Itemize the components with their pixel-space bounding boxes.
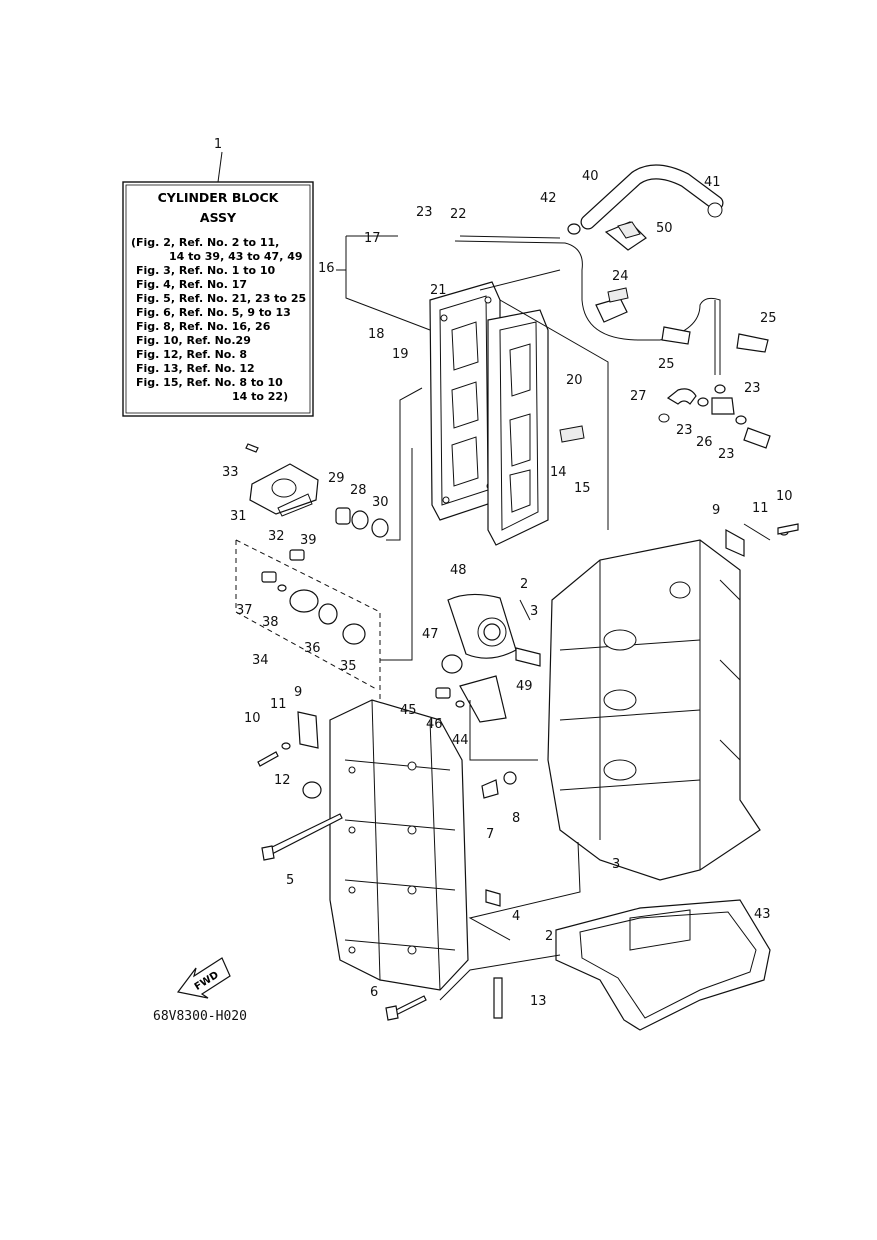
callout-33: 33 <box>222 465 239 480</box>
thermostat-assembly <box>245 443 389 538</box>
callout-36: 36 <box>304 641 321 656</box>
callout-15: 15 <box>574 481 591 496</box>
legend-line: Fig. 3, Ref. No. 1 to 10 <box>136 264 276 277</box>
callout-10: 10 <box>244 711 261 726</box>
callout-21: 21 <box>430 283 447 298</box>
callout-40: 40 <box>582 169 599 184</box>
callout-17: 17 <box>364 231 381 246</box>
callout-37: 37 <box>236 603 253 618</box>
callout-38: 38 <box>262 615 279 630</box>
legend-line: 14 to 39, 43 to 47, 49 <box>169 250 303 263</box>
callout-34: 34 <box>252 653 269 668</box>
legend-title-line1: CYLINDER BLOCK <box>158 190 280 205</box>
callout-18: 18 <box>368 327 385 342</box>
callout-31: 31 <box>230 509 247 524</box>
callout-4: 4 <box>512 909 520 924</box>
callout-19: 19 <box>392 347 409 362</box>
legend-line: 14 to 22) <box>232 390 288 403</box>
legend-line: Fig. 15, Ref. No. 8 to 10 <box>136 376 283 389</box>
legend-line: Fig. 8, Ref. No. 16, 26 <box>136 320 271 333</box>
callout-24: 24 <box>612 269 629 284</box>
crankcase <box>329 699 469 991</box>
callout-29: 29 <box>328 471 345 486</box>
legend-line: Fig. 12, Ref. No. 8 <box>136 348 247 361</box>
callout-2: 2 <box>520 577 528 592</box>
legend-line: Fig. 6, Ref. No. 5, 9 to 13 <box>136 306 291 319</box>
callout-5: 5 <box>286 873 294 888</box>
callout-22: 22 <box>450 207 467 222</box>
legend-line: Fig. 13, Ref. No. 12 <box>136 362 255 375</box>
leader-lines <box>336 235 609 1001</box>
callout-8: 8 <box>512 811 520 826</box>
pressure-control-group <box>235 539 381 700</box>
fitting-assembly <box>658 384 771 449</box>
callout-47: 47 <box>422 627 439 642</box>
legend-line: Fig. 4, Ref. No. 17 <box>136 278 247 291</box>
callout-26: 26 <box>696 435 713 450</box>
hose-assembly <box>454 164 769 375</box>
callout-23: 23 <box>718 447 735 462</box>
callout-42: 42 <box>540 191 557 206</box>
callout-45: 45 <box>400 703 417 718</box>
callout-3: 3 <box>530 604 538 619</box>
callout-23: 23 <box>676 423 693 438</box>
callout-39: 39 <box>300 533 317 548</box>
callout-27: 27 <box>630 389 647 404</box>
legend-line: (Fig. 2, Ref. No. 2 to 11, <box>131 236 279 249</box>
callout-10: 10 <box>776 489 793 504</box>
legend-line: Fig. 5, Ref. No. 21, 23 to 25 <box>136 292 306 305</box>
exhaust-cover <box>429 281 585 546</box>
callout-50: 50 <box>656 221 673 236</box>
callout-20: 20 <box>566 373 583 388</box>
oil-filter-assembly <box>435 593 541 723</box>
callout-23: 23 <box>416 205 433 220</box>
gasket-43 <box>555 899 771 1031</box>
callout-9: 9 <box>712 503 720 518</box>
callout-43: 43 <box>754 907 771 922</box>
callout-9: 9 <box>294 685 302 700</box>
callout-11: 11 <box>752 501 769 516</box>
callout-48: 48 <box>450 563 467 578</box>
callout-28: 28 <box>350 483 367 498</box>
callout-23: 23 <box>744 381 761 396</box>
callout-35: 35 <box>340 659 357 674</box>
legend-line: Fig. 10, Ref. No.29 <box>136 334 251 347</box>
callout-12: 12 <box>274 773 291 788</box>
callout-3: 3 <box>612 857 620 872</box>
legend-title-line2: ASSY <box>200 210 237 225</box>
callout-46: 46 <box>426 717 443 732</box>
legend-ref-number: 1 <box>214 137 222 152</box>
fasteners-left <box>257 711 517 1021</box>
callout-11: 11 <box>270 697 287 712</box>
callout-30: 30 <box>372 495 389 510</box>
callout-44: 44 <box>452 733 469 748</box>
drawing-code: 68V8300-H020 <box>153 1009 247 1024</box>
callout-numbers: 2 2 3 3 4 5 6 7 8 9 9 10 10 11 11 12 13 … <box>222 169 793 1009</box>
fwd-arrow-icon: FWD <box>176 957 231 999</box>
callout-32: 32 <box>268 529 285 544</box>
callout-14: 14 <box>550 465 567 480</box>
callout-49: 49 <box>516 679 533 694</box>
callout-25: 25 <box>760 311 777 326</box>
legend-box: 1 CYLINDER BLOCK ASSY (Fig. 2, Ref. No. … <box>122 137 314 417</box>
callout-13: 13 <box>530 994 547 1009</box>
callout-2: 2 <box>545 929 553 944</box>
callout-16: 16 <box>318 261 335 276</box>
callout-7: 7 <box>486 827 494 842</box>
callout-25: 25 <box>658 357 675 372</box>
callout-41: 41 <box>704 175 721 190</box>
cylinder-block <box>547 523 799 881</box>
callout-6: 6 <box>370 985 378 1000</box>
